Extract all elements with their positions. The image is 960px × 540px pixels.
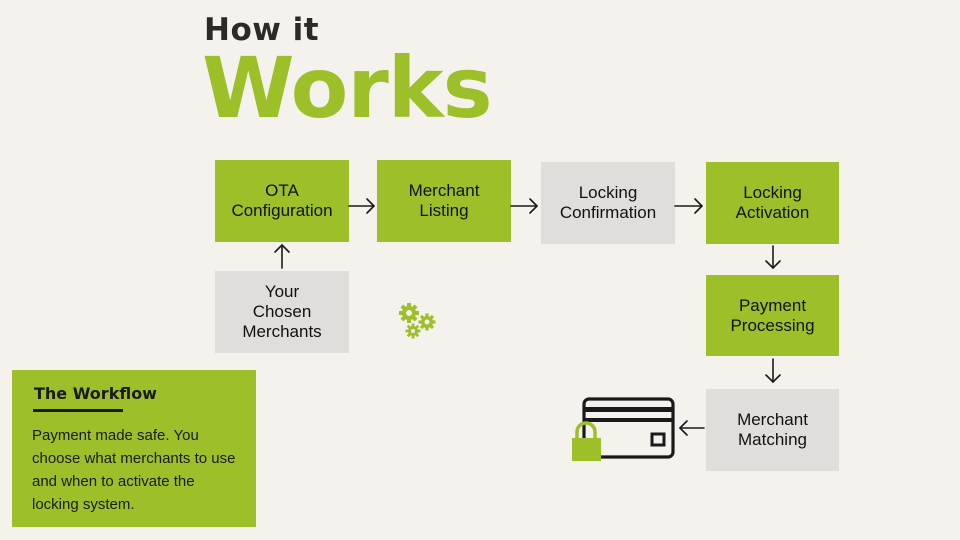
step-locking-activation: Locking Activation [706, 162, 839, 244]
gears-icon [399, 303, 436, 339]
step-payment-processing: Payment Processing [706, 275, 839, 356]
workflow-panel-text: Payment made safe. You choose what merch… [32, 427, 236, 513]
arrow-up [274, 244, 290, 269]
arrow-right-3 [674, 198, 703, 214]
arrow-right-2 [510, 198, 538, 214]
step-ota-configuration: OTA Configuration [215, 160, 349, 242]
credit-card-lock-icon [572, 397, 675, 461]
arrow-left [679, 420, 705, 436]
arrow-down-1 [765, 245, 781, 269]
workflow-panel-divider [33, 409, 123, 412]
step-merchant-matching: Merchant Matching [706, 389, 839, 471]
step-merchant-listing: Merchant Listing [377, 160, 511, 242]
step-locking-confirmation: Locking Confirmation [541, 162, 675, 244]
step-your-chosen-merchants: Your Chosen Merchants [215, 271, 349, 353]
workflow-panel: The Workflow Payment made safe. You choo… [12, 370, 256, 527]
arrow-right-1 [348, 198, 375, 214]
title-line-1: How it [204, 12, 320, 48]
title-line-2: Works [202, 39, 493, 137]
arrow-down-2 [765, 358, 781, 383]
workflow-panel-title: The Workflow [34, 384, 157, 403]
